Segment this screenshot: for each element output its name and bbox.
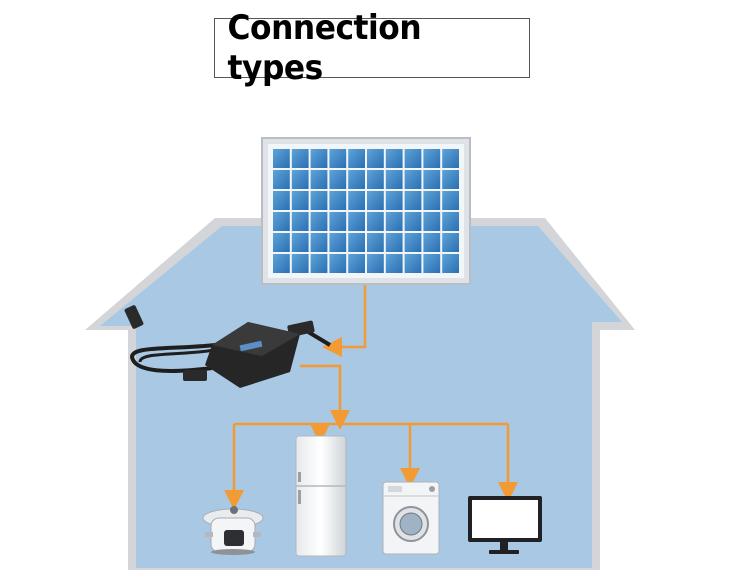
solar-cell	[404, 254, 422, 273]
solar-cell	[348, 191, 365, 210]
solar-cell	[348, 170, 365, 189]
wires	[224, 282, 518, 510]
title-box: Connection types	[214, 8, 530, 88]
solar-cell	[442, 254, 459, 273]
solar-cell	[348, 149, 365, 168]
solar-cell	[310, 149, 328, 168]
solar-cell	[291, 170, 309, 189]
solar-cell	[310, 212, 328, 231]
solar-cell	[404, 149, 422, 168]
solar-cell	[329, 191, 347, 210]
solar-cell	[273, 149, 290, 168]
solar-cell	[367, 254, 384, 273]
monitor-icon	[468, 496, 542, 554]
solar-cell	[310, 254, 328, 273]
solar-cell	[273, 233, 290, 252]
solar-cell	[442, 170, 459, 189]
solar-cell	[423, 212, 441, 231]
solar-cell	[348, 254, 365, 273]
solar-cell	[273, 212, 290, 231]
solar-cell	[348, 212, 365, 231]
solar-cell	[367, 149, 384, 168]
solar-cell	[404, 233, 422, 252]
solar-cell	[385, 212, 403, 231]
solar-cell	[329, 254, 347, 273]
solar-cell	[310, 191, 328, 210]
solar-cell	[273, 254, 290, 273]
solar-cell	[404, 212, 422, 231]
solar-cell	[329, 233, 347, 252]
solar-cell	[442, 233, 459, 252]
solar-cell	[385, 233, 403, 252]
rice-cooker-icon	[202, 506, 264, 555]
solar-cell	[442, 191, 459, 210]
solar-cell	[385, 254, 403, 273]
solar-cell	[367, 233, 384, 252]
page-title: Connection types	[227, 8, 422, 88]
solar-cell	[423, 233, 441, 252]
connector-left-bottom	[183, 370, 207, 381]
solar-cell	[273, 191, 290, 210]
solar-cell	[442, 149, 459, 168]
solar-cell	[423, 149, 441, 168]
wire-panel-to-inverter	[322, 282, 367, 357]
inverter-cable	[130, 343, 216, 373]
solar-cell	[291, 149, 309, 168]
solar-cells	[273, 149, 459, 273]
solar-cell	[291, 191, 309, 210]
solar-panel	[261, 137, 471, 285]
solar-cell	[367, 170, 384, 189]
solar-cell	[367, 212, 384, 231]
solar-cell	[310, 170, 328, 189]
solar-cell	[291, 233, 309, 252]
washing-machine-icon	[382, 481, 440, 555]
solar-cell	[423, 191, 441, 210]
refrigerator-icon	[295, 435, 347, 557]
solar-cell	[442, 212, 459, 231]
solar-cell	[423, 254, 441, 273]
house-interior	[100, 226, 622, 568]
solar-cell	[404, 170, 422, 189]
solar-cell	[273, 170, 290, 189]
solar-cell	[367, 191, 384, 210]
solar-cell	[385, 191, 403, 210]
solar-cell	[310, 233, 328, 252]
solar-cell	[385, 170, 403, 189]
wire-inverter-out	[300, 364, 350, 430]
connector-left-top	[124, 305, 144, 329]
solar-cell	[291, 212, 309, 231]
solar-cell	[291, 254, 309, 273]
solar-cell	[423, 170, 441, 189]
solar-cell	[385, 149, 403, 168]
micro-inverter	[124, 305, 332, 388]
solar-cell	[404, 191, 422, 210]
house	[85, 218, 635, 570]
solar-cell	[348, 233, 365, 252]
solar-cell	[329, 212, 347, 231]
solar-cell	[329, 170, 347, 189]
solar-cell	[329, 149, 347, 168]
